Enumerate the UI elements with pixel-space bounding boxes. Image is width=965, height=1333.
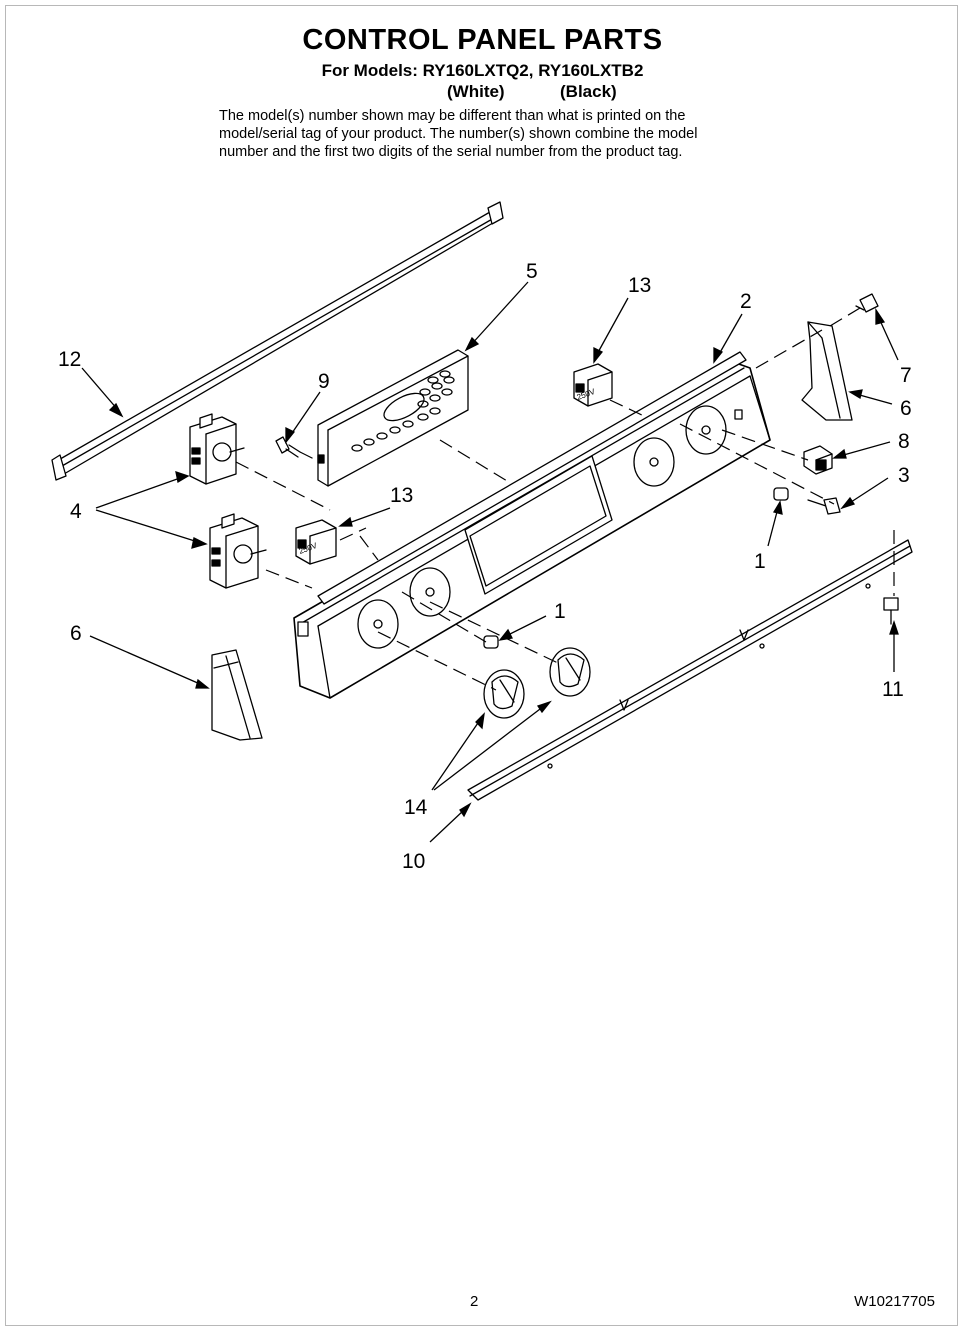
- trim-strip-part: [51, 201, 504, 481]
- callout-6-left: 6: [70, 622, 82, 645]
- callout-9: 9: [318, 370, 330, 393]
- leader-lines: [81, 281, 899, 843]
- color-white-label: (White): [447, 82, 505, 101]
- model-numbers: For Models: RY160LXTQ2, RY160LXTB2: [321, 61, 644, 80]
- bottom-bracket-part: [467, 539, 913, 801]
- screw-9-part: [275, 436, 301, 458]
- note-line: number and the first two digits of the s…: [219, 144, 683, 160]
- rotary-switch-lower-part: [295, 519, 337, 565]
- rotary-switch-upper-part: [573, 363, 613, 407]
- spacer-right-part: [773, 487, 789, 501]
- control-panel-part: [293, 351, 771, 699]
- color-black-label: (Black): [560, 82, 617, 101]
- callout-14: 14: [404, 796, 428, 819]
- end-cap-left-part: [211, 649, 263, 741]
- assembly-lines: [235, 307, 895, 691]
- callout-3: 3: [898, 464, 910, 487]
- control-board-part: [317, 349, 469, 487]
- callout-4: 4: [70, 500, 82, 523]
- rocker-switch-part: [803, 445, 833, 475]
- knob-left-part: [483, 669, 525, 719]
- note-line: The model(s) number shown may be differe…: [219, 108, 686, 124]
- callout-11: 11: [882, 678, 904, 701]
- screw-7-part: [855, 293, 879, 313]
- knob-right-part: [549, 647, 591, 697]
- screw-3-part: [807, 497, 841, 515]
- page-number: 2: [470, 1293, 479, 1310]
- callout-7: 7: [900, 364, 912, 387]
- callout-1-right: 1: [754, 550, 766, 573]
- callout-13-top: 13: [628, 274, 651, 297]
- page-title: CONTROL PANEL PARTS: [302, 24, 663, 56]
- end-cap-right-part: [801, 321, 853, 421]
- callout-5: 5: [526, 260, 538, 283]
- model-note: The model(s) number shown may be differe…: [219, 107, 819, 161]
- screw-11-part: [883, 597, 899, 625]
- infinite-switch-lower-part: [209, 513, 267, 589]
- callout-2: 2: [740, 290, 752, 313]
- infinite-switch-upper-part: [189, 413, 245, 485]
- callout-13-mid: 13: [390, 484, 413, 507]
- callout-1-mid: 1: [554, 600, 566, 623]
- callout-8: 8: [898, 430, 910, 453]
- page-border: [5, 5, 958, 1326]
- spacer-mid-part: [483, 635, 499, 649]
- callout-6-right: 6: [900, 397, 912, 420]
- callout-12: 12: [58, 348, 81, 371]
- callout-10: 10: [402, 850, 425, 873]
- note-line: model/serial tag of your product. The nu…: [219, 126, 698, 142]
- document-number: W10217705: [854, 1293, 935, 1310]
